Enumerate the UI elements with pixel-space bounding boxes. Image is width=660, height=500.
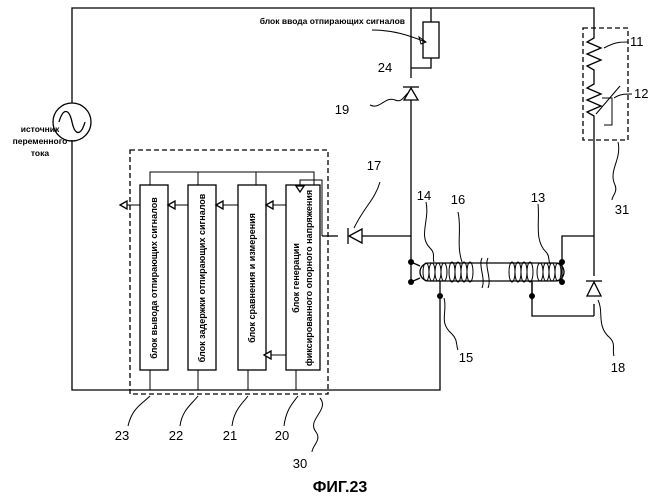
leader-line-31	[612, 142, 619, 200]
arrow-21-to-22	[216, 201, 223, 209]
output-arrow	[120, 201, 127, 209]
leader-line-15	[444, 298, 458, 350]
block-23-number: 23	[115, 428, 129, 443]
diode-19: 19	[335, 87, 419, 117]
block-23-label: блок вывода отпирающих сигналов	[149, 197, 159, 359]
resistor-11-number: 11	[630, 34, 644, 49]
sine-wave-icon	[59, 112, 85, 133]
leader-line-21	[232, 396, 248, 426]
diode-18-number: 18	[611, 360, 625, 375]
block-22-number: 22	[169, 428, 183, 443]
trigger-input-block-label: блок ввода отпирающих сигналов	[260, 16, 405, 26]
block-20-number: 20	[275, 428, 289, 443]
leader-line-22	[180, 396, 198, 426]
leader-line-20	[284, 396, 298, 426]
group-31-number: 31	[615, 202, 629, 217]
leader-line-11	[604, 42, 628, 48]
group-31-border	[583, 28, 628, 140]
leader-line-13	[538, 204, 550, 264]
block-21-number: 21	[223, 428, 237, 443]
block-20-label-line-2: фиксированного опорного напряжения	[304, 190, 314, 366]
block-21-label: блок сравнения и измерения	[247, 213, 257, 343]
block-20-label-line-1: блок генерации	[291, 243, 301, 313]
diode-19-triangle	[404, 88, 418, 100]
leader-line-24	[372, 30, 426, 42]
trigger-delay-block-22: блок задержки отпирающих сигналов	[188, 185, 216, 370]
diode-18: 18	[586, 281, 625, 375]
diode-17: 17	[348, 158, 381, 244]
source-label-line-2: переменного	[13, 136, 68, 146]
resistors-zigzag	[587, 28, 601, 140]
leader-line-19	[370, 93, 408, 106]
coil-16-number: 16	[451, 192, 465, 207]
diode-18-triangle	[587, 282, 601, 296]
diode-19-number: 19	[335, 102, 349, 117]
leader-line-16	[458, 212, 462, 262]
arrow-22-to-23	[168, 201, 175, 209]
source-label-line-3: тока	[31, 148, 49, 158]
reference-voltage-block-20: блок генерации фиксированного опорного н…	[286, 185, 320, 370]
coil-14-number: 14	[417, 188, 431, 203]
source-label-line-1: источник	[21, 124, 60, 134]
leader-line-17	[354, 182, 380, 228]
diode-17-number: 17	[367, 158, 381, 173]
coil-13-number: 13	[531, 190, 545, 205]
diode-17-triangle	[349, 229, 362, 243]
leader-line-12	[614, 94, 632, 98]
leader-line-23	[128, 396, 150, 426]
resistor-12-arrow	[596, 86, 620, 114]
trigger-input-block-box	[423, 22, 439, 58]
leader-line-14	[425, 202, 434, 262]
tube-assembly: 14 16 13 15	[408, 188, 565, 365]
group-30-number: 30	[293, 456, 307, 471]
leader-line-18	[598, 300, 614, 356]
leader-line-30	[312, 398, 322, 452]
block-24-number: 24	[378, 60, 392, 75]
figure-caption: ФИГ.23	[313, 479, 368, 496]
block-22-label: блок задержки отпирающих сигналов	[197, 193, 207, 362]
resistor-12-tap	[602, 98, 612, 125]
control-block-group-30: блок вывода отпирающих сигналов блок зад…	[115, 150, 328, 471]
resistor-group-31: 11 12 31	[583, 28, 648, 217]
tube-15-number: 15	[459, 350, 473, 365]
resistor-12-number: 12	[634, 86, 648, 101]
compare-measure-block-21: блок сравнения и измерения	[238, 185, 266, 370]
ac-source: источник переменного тока	[13, 103, 91, 158]
trigger-input-block: блок ввода отпирающих сигналов 24	[260, 16, 439, 75]
arrow-20-to-21	[266, 201, 273, 209]
trigger-output-block-23: блок вывода отпирающих сигналов	[140, 185, 168, 370]
